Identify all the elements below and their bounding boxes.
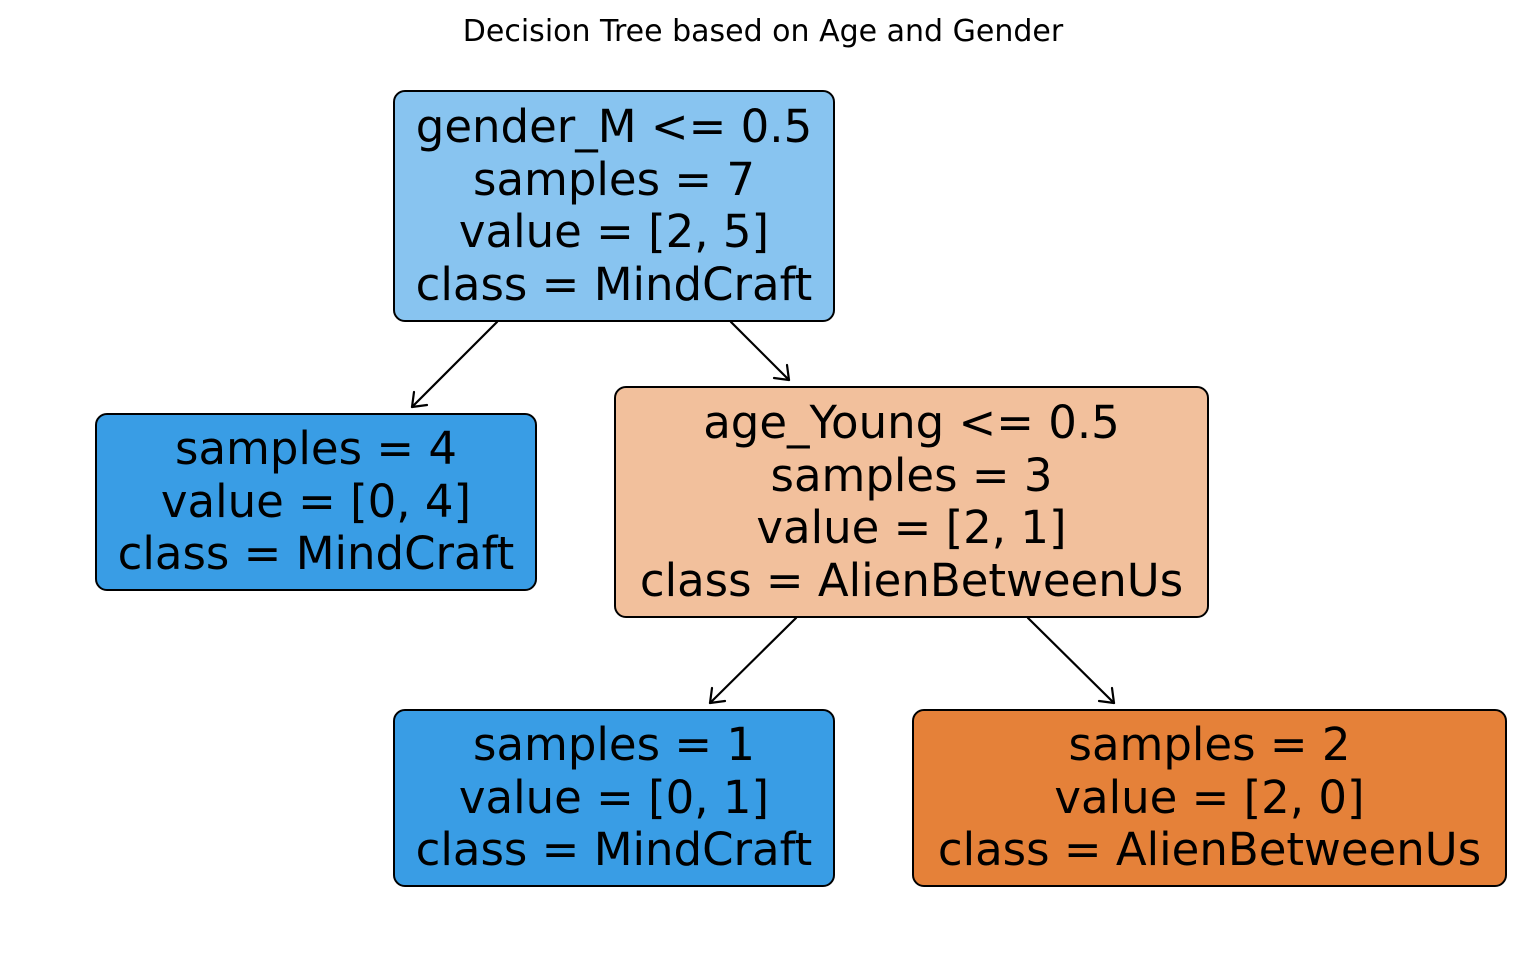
- node-samples: samples = 7: [473, 152, 755, 206]
- node-split-condition: gender_M <= 0.5: [415, 100, 813, 153]
- edge-0-2: [729, 320, 791, 382]
- node-samples: samples = 4: [175, 422, 457, 476]
- node-samples: samples = 3: [770, 448, 1053, 502]
- tree-node-leaf-right: samples = 2 value = [2, 0] class = Alien…: [912, 709, 1507, 887]
- node-class: class = AlienBetweenUs: [639, 553, 1184, 607]
- node-class: class = MindCraft: [415, 823, 813, 877]
- node-class: class = AlienBetweenUs: [937, 823, 1482, 877]
- diagram-title: Decision Tree based on Age and Gender: [462, 14, 1064, 49]
- node-split-condition: age_Young <= 0.5: [703, 396, 1120, 449]
- tree-node-leaf-middle: samples = 1 value = [0, 1] class = MindC…: [393, 709, 835, 887]
- node-value: value = [2, 5]: [458, 205, 770, 258]
- node-value: value = [0, 1]: [458, 770, 770, 824]
- node-value: value = [2, 1]: [756, 501, 1067, 554]
- node-samples: samples = 1: [473, 718, 755, 772]
- edge-0-1: [410, 320, 499, 409]
- edge-2-4: [1026, 616, 1116, 705]
- node-value: value = [0, 4]: [160, 474, 472, 528]
- node-class: class = MindCraft: [117, 527, 515, 581]
- tree-node-internal: age_Young <= 0.5 samples = 3 value = [2,…: [614, 386, 1209, 618]
- tree-node-root: gender_M <= 0.5 samples = 7 value = [2, …: [393, 90, 835, 322]
- tree-node-leaf-left: samples = 4 value = [0, 4] class = MindC…: [95, 413, 537, 591]
- node-value: value = [2, 0]: [1054, 770, 1365, 824]
- edge-2-3: [708, 616, 798, 705]
- node-samples: samples = 2: [1068, 718, 1351, 772]
- node-class: class = MindCraft: [415, 257, 813, 311]
